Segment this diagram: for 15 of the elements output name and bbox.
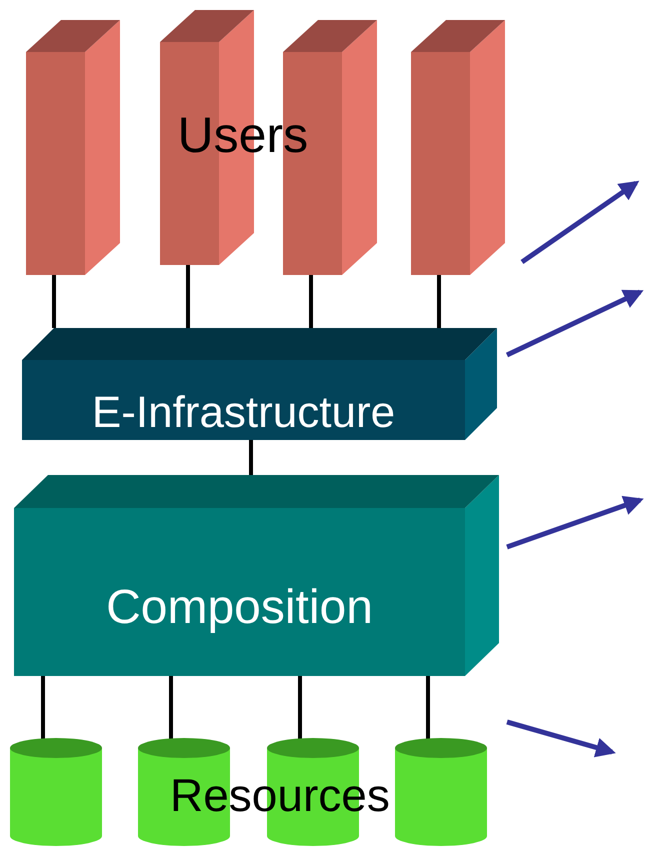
connector-line [249, 440, 253, 475]
arrow [506, 720, 616, 758]
arrow [506, 496, 644, 550]
layer-label: E-Infrastructure [90, 388, 396, 438]
connector-line [437, 275, 441, 328]
connector-line [298, 676, 302, 741]
arrow [506, 290, 644, 358]
layer-label: Composition [105, 580, 374, 635]
connector-line [426, 676, 430, 741]
connector-line [169, 676, 173, 741]
connector-line [52, 275, 56, 328]
connector-line [41, 676, 45, 741]
connector-line [186, 265, 190, 328]
connector-line [309, 275, 313, 328]
arrow [520, 180, 640, 264]
